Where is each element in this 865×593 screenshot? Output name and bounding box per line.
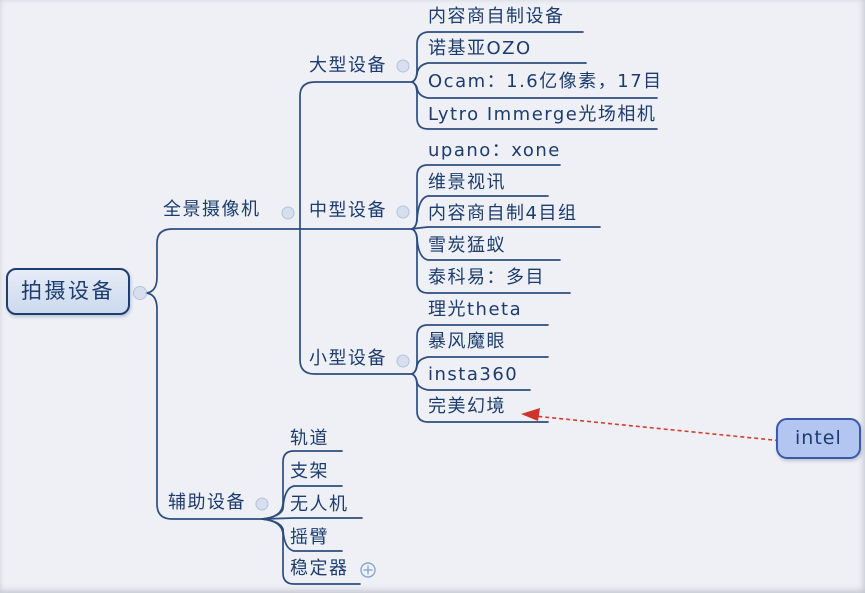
group-medium-devices-topic[interactable]: 中型设备 xyxy=(309,200,387,221)
item-content-provider-4lens-topic[interactable]: 内容商自制4目组 xyxy=(428,203,578,224)
branch-auxiliary-equipment-topic[interactable]: 辅助设备 xyxy=(168,492,246,513)
item-lytro-immerge-topic[interactable]: Lytro Immerge光场相机 xyxy=(428,104,657,125)
item-rail-topic[interactable]: 轨道 xyxy=(290,428,329,449)
collapse-icon[interactable] xyxy=(396,59,410,73)
item-ocam-topic[interactable]: Ocam：1.6亿像素，17目 xyxy=(428,71,663,92)
branch-panorama-camera-topic[interactable]: 全景摄像机 xyxy=(163,199,261,220)
collapse-dots xyxy=(133,59,410,511)
collapse-icon[interactable] xyxy=(255,497,269,511)
floating-topic-intel[interactable]: intel xyxy=(776,418,861,459)
item-ricoh-theta-topic[interactable]: 理光theta xyxy=(428,299,523,320)
item-jib-arm-topic[interactable]: 摇臂 xyxy=(290,527,329,548)
item-insta360-topic[interactable]: insta360 xyxy=(428,364,519,385)
collapse-icon[interactable] xyxy=(396,354,410,368)
group-large-devices-topic[interactable]: 大型设备 xyxy=(309,55,387,76)
item-baofeng-moyan-topic[interactable]: 暴风魔眼 xyxy=(428,331,506,352)
collapse-icon[interactable] xyxy=(396,205,410,219)
item-nokia-ozo-topic[interactable]: 诺基亚OZO xyxy=(428,38,532,59)
item-perfect-illusion-topic[interactable]: 完美幻境 xyxy=(428,396,506,417)
root-topic[interactable]: 拍摄设备 xyxy=(6,268,130,316)
item-content-provider-diy-topic[interactable]: 内容商自制设备 xyxy=(428,6,565,27)
item-weijing-video-topic[interactable]: 维景视讯 xyxy=(428,172,506,193)
item-bracket-topic[interactable]: 支架 xyxy=(290,461,329,482)
item-drone-topic[interactable]: 无人机 xyxy=(290,494,349,515)
branch-lines xyxy=(145,31,658,585)
collapse-icon[interactable] xyxy=(133,286,147,300)
relationship-arrow xyxy=(521,408,794,443)
item-xuetan-mengyi-topic[interactable]: 雪炭猛蚁 xyxy=(428,235,506,256)
item-teche-multilens-topic[interactable]: 泰科易：多目 xyxy=(428,267,545,288)
expand-icon[interactable] xyxy=(360,562,376,578)
group-small-devices-topic[interactable]: 小型设备 xyxy=(309,348,387,369)
item-upano-xone-topic[interactable]: upano：xone xyxy=(428,140,561,161)
arrowhead-icon xyxy=(521,408,540,421)
collapse-icon[interactable] xyxy=(281,206,295,220)
item-stabilizer-topic[interactable]: 稳定器 xyxy=(290,558,349,579)
